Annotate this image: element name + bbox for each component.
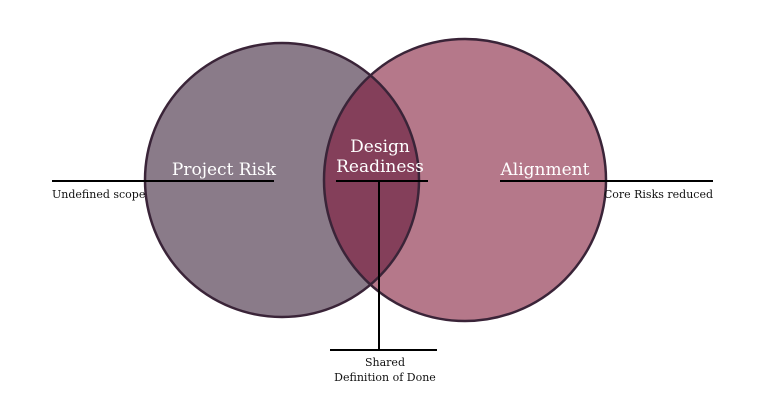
overlap-label-line1: Design [350,137,410,157]
right-annotation: Core Risks reduced [604,188,713,201]
bottom-annotation-line1: Shared [365,356,405,369]
left-annotation: Undefined scope [52,188,145,201]
overlap-region [324,43,419,317]
left-circle-label: Project Risk [172,160,277,180]
overlap-label-line2: Readiness [336,157,424,177]
bottom-annotation-line2: Definition of Done [334,371,436,384]
right-circle-label: Alignment [500,160,590,180]
